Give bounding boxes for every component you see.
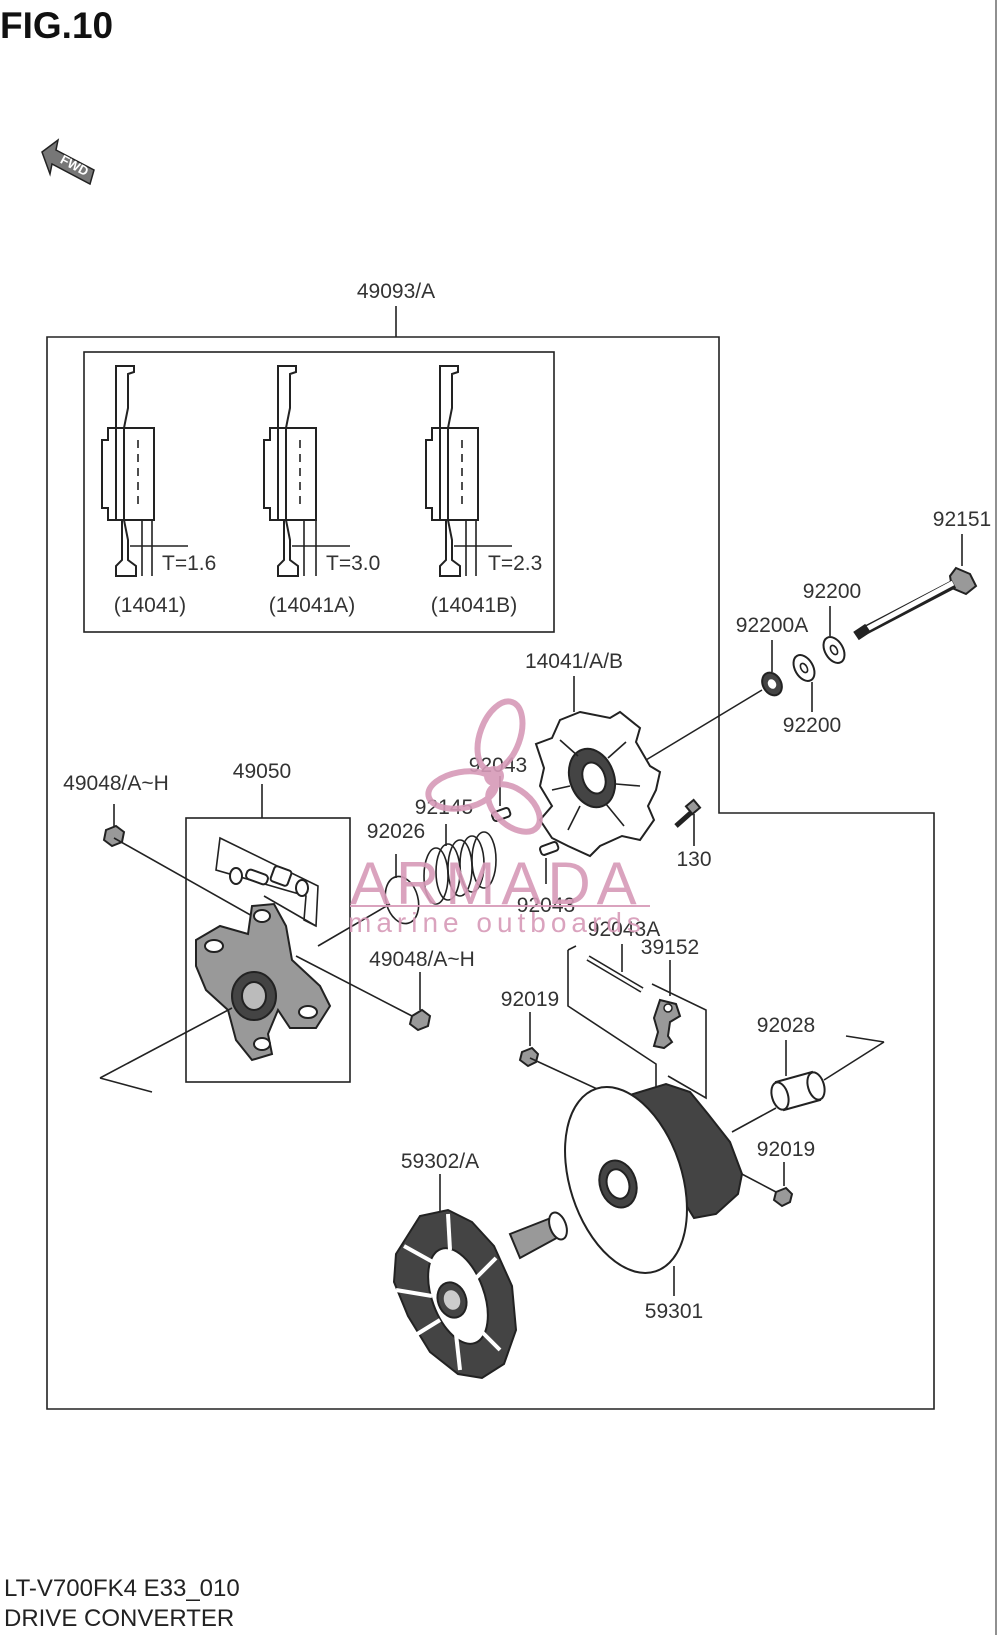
pin-92043-mid	[539, 841, 560, 856]
label-49048-left: 49048/A~H	[63, 772, 169, 795]
washer-92200-top	[822, 636, 846, 664]
nut-49048-left	[102, 824, 126, 848]
label-92200-bottom: 92200	[783, 714, 841, 737]
fwd-arrow-icon: FWD	[41, 138, 95, 186]
armada-watermark: ARMADA marine outboards	[348, 698, 650, 938]
model-code: LT-V700FK4 E33_010	[4, 1575, 240, 1602]
label-92151: 92151	[933, 508, 991, 531]
sheave-59301	[564, 1082, 744, 1274]
sheave-59302	[392, 1208, 568, 1380]
label-92026: 92026	[367, 820, 425, 843]
figure-title: FIG.10	[0, 5, 113, 46]
label-92019-left: 92019	[501, 988, 559, 1011]
variant-2-part: (14041A)	[269, 594, 355, 617]
variant-2-thickness: T=3.0	[326, 552, 380, 575]
weight-39152	[652, 998, 682, 1050]
label-14041: 14041/A/B	[525, 650, 623, 673]
variant-3-thickness: T=2.3	[488, 552, 542, 575]
spider-sub-box	[185, 817, 351, 1083]
washer-92200-bottom	[792, 654, 816, 682]
bushing-92028	[770, 1070, 826, 1112]
variant-inset-box	[83, 351, 555, 633]
bolt-92151	[853, 566, 978, 641]
assembly-frame	[46, 336, 935, 1410]
spider-49050	[195, 902, 332, 1062]
variant-1-thickness: T=1.6	[162, 552, 216, 575]
section-name: DRIVE CONVERTER	[4, 1605, 234, 1632]
roller-parts-49050	[215, 836, 319, 928]
variant-3-part: (14041B)	[431, 594, 517, 617]
label-92200a: 92200A	[736, 614, 808, 637]
pin-92043a	[586, 955, 644, 993]
label-92028: 92028	[757, 1014, 815, 1037]
label-39152: 39152	[641, 936, 699, 959]
label-130: 130	[676, 848, 711, 871]
spring-92145	[423, 831, 497, 905]
label-92043a: 92043A	[588, 918, 660, 941]
cam-variant-14041b: T=2.3 (14041B)	[425, 365, 542, 617]
propeller-logo-icon	[425, 698, 543, 835]
cam-variant-14041: T=1.6 (14041)	[101, 365, 216, 617]
label-49093: 49093/A	[357, 280, 435, 303]
label-59302: 59302/A	[401, 1150, 479, 1173]
label-92200-top: 92200	[803, 580, 861, 603]
nut-49048-mid	[408, 1008, 432, 1032]
watermark-tagline: marine outboards	[348, 907, 646, 938]
cam-variant-14041a: T=3.0 (14041A)	[263, 365, 380, 617]
variant-1-part: (14041)	[114, 594, 186, 617]
nut-92019-right	[772, 1186, 794, 1208]
cover-14041	[534, 710, 662, 858]
label-49048-mid: 49048/A~H	[369, 948, 475, 971]
label-59301: 59301	[645, 1300, 703, 1323]
screw-130	[674, 798, 702, 828]
nut-92019-left	[518, 1046, 540, 1068]
label-92019-right: 92019	[757, 1138, 815, 1161]
label-49050: 49050	[233, 760, 291, 783]
